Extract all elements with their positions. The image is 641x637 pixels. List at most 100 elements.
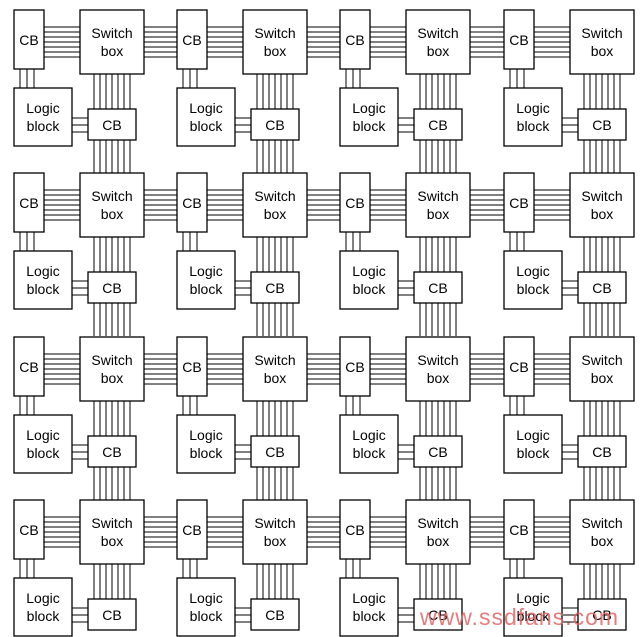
connection-block-label: CB bbox=[265, 280, 284, 296]
wire-bundle-vertical bbox=[345, 232, 361, 251]
wire-bundle-vertical bbox=[345, 69, 361, 88]
wire-bundle-horizontal bbox=[235, 117, 251, 133]
svg-text:CB: CB bbox=[345, 359, 364, 375]
wire-bundle-vertical bbox=[93, 74, 131, 109]
connection-block-label: CB bbox=[592, 280, 611, 296]
wire-bundle-horizontal bbox=[144, 516, 178, 548]
connection-block-label: CB bbox=[19, 522, 38, 538]
svg-text:box: box bbox=[101, 533, 124, 549]
wire-bundle-horizontal bbox=[44, 26, 80, 58]
svg-text:Switch: Switch bbox=[91, 25, 132, 41]
svg-text:Switch: Switch bbox=[417, 25, 458, 41]
wire-bundle-vertical bbox=[256, 564, 294, 599]
connection-block-label: CB bbox=[509, 195, 528, 211]
svg-text:Logic: Logic bbox=[516, 427, 549, 443]
connection-block bbox=[577, 598, 627, 631]
wire-bundle-vertical bbox=[19, 559, 35, 578]
svg-text:box: box bbox=[264, 370, 287, 386]
connection-block bbox=[176, 336, 208, 397]
wire-bundle-horizontal bbox=[44, 189, 80, 221]
svg-text:box: box bbox=[427, 206, 450, 222]
wire-bundle-vertical bbox=[93, 467, 131, 500]
wire-bundle-horizontal bbox=[307, 189, 341, 221]
logic-block bbox=[339, 250, 399, 310]
logic-block bbox=[339, 577, 399, 637]
svg-text:CB: CB bbox=[102, 444, 121, 460]
wire-bundle-horizontal bbox=[44, 516, 80, 548]
switch-box-label: Switch box bbox=[91, 188, 132, 222]
svg-text:CB: CB bbox=[592, 444, 611, 460]
svg-text:CB: CB bbox=[428, 117, 447, 133]
svg-text:block: block bbox=[190, 118, 224, 134]
svg-text:box: box bbox=[591, 533, 614, 549]
wire-bundle-horizontal bbox=[562, 280, 578, 296]
switch-box bbox=[79, 172, 145, 238]
svg-text:block: block bbox=[517, 608, 551, 624]
logic-block bbox=[176, 87, 236, 147]
svg-text:Switch: Switch bbox=[91, 515, 132, 531]
svg-text:Switch: Switch bbox=[91, 352, 132, 368]
svg-text:box: box bbox=[264, 533, 287, 549]
connection-block bbox=[339, 172, 371, 233]
wire-bundle-horizontal bbox=[370, 189, 406, 221]
wire-bundle-horizontal bbox=[562, 444, 578, 460]
wire-bundle-horizontal bbox=[534, 189, 570, 221]
svg-text:Switch: Switch bbox=[581, 515, 622, 531]
svg-text:box: box bbox=[427, 370, 450, 386]
logic-block bbox=[176, 577, 236, 637]
wire-bundle-horizontal bbox=[470, 516, 504, 548]
svg-text:Logic: Logic bbox=[189, 590, 222, 606]
wire-bundle-vertical bbox=[256, 74, 294, 109]
connection-block-label: CB bbox=[265, 607, 284, 623]
wire-bundle-horizontal bbox=[235, 280, 251, 296]
wire-bundle-vertical bbox=[93, 140, 131, 173]
svg-text:CB: CB bbox=[102, 607, 121, 623]
connection-block bbox=[413, 108, 463, 141]
svg-text:block: block bbox=[27, 445, 61, 461]
wire-bundle-vertical bbox=[419, 140, 457, 173]
svg-text:CB: CB bbox=[19, 195, 38, 211]
svg-text:CB: CB bbox=[265, 280, 284, 296]
wire-bundle-vertical bbox=[583, 564, 621, 599]
connection-block bbox=[503, 499, 535, 560]
svg-text:CB: CB bbox=[592, 280, 611, 296]
svg-text:box: box bbox=[101, 370, 124, 386]
wire-bundle-horizontal bbox=[307, 26, 341, 58]
svg-text:CB: CB bbox=[345, 32, 364, 48]
wire-bundle-vertical bbox=[419, 401, 457, 436]
svg-text:CB: CB bbox=[19, 522, 38, 538]
svg-text:CB: CB bbox=[345, 195, 364, 211]
logic-block bbox=[13, 414, 73, 474]
connection-block-label: CB bbox=[102, 607, 121, 623]
logic-block bbox=[339, 87, 399, 147]
wire-bundle-vertical bbox=[93, 303, 131, 336]
connection-block bbox=[87, 271, 137, 304]
connection-block bbox=[176, 172, 208, 233]
switch-box bbox=[405, 172, 471, 238]
svg-text:block: block bbox=[27, 608, 61, 624]
svg-text:Switch: Switch bbox=[91, 188, 132, 204]
switch-box-label: Switch box bbox=[581, 515, 622, 549]
connection-block-label: CB bbox=[345, 195, 364, 211]
connection-block-label: CB bbox=[592, 117, 611, 133]
svg-text:CB: CB bbox=[592, 607, 611, 623]
wire-bundle-horizontal bbox=[307, 516, 341, 548]
wire-bundle-horizontal bbox=[470, 26, 504, 58]
wire-bundle-horizontal bbox=[144, 26, 178, 58]
logic-block bbox=[503, 414, 563, 474]
wire-bundle-vertical bbox=[583, 237, 621, 272]
svg-text:box: box bbox=[101, 206, 124, 222]
switch-box-label: Switch box bbox=[91, 352, 132, 386]
svg-text:Logic: Logic bbox=[352, 427, 385, 443]
switch-box bbox=[405, 499, 471, 565]
